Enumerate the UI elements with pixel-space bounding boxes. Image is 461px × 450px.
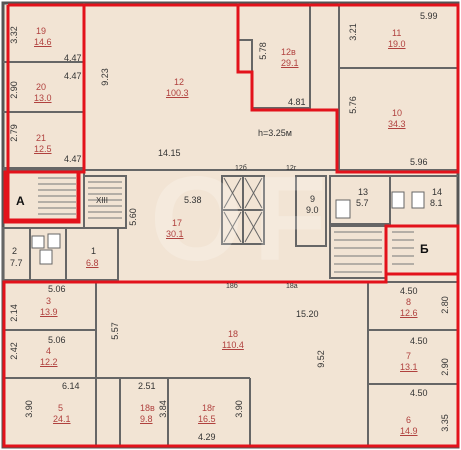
- dim-2-79: 2.79: [8, 124, 19, 142]
- room-2-area: 7.7: [10, 258, 23, 268]
- room-19-area: 14.6: [34, 37, 52, 47]
- dim-15-20: 15.20: [296, 309, 319, 319]
- dim-4-50-b: 4.50: [410, 336, 428, 346]
- room-4-number: 4: [46, 346, 52, 356]
- room-18g-number: 18г: [202, 403, 216, 413]
- dim-5-57: 5.57: [109, 322, 120, 340]
- room-17-area: 30.1: [166, 229, 184, 239]
- dim-4-81: 4.81: [288, 97, 306, 107]
- dim-5-96: 5.96: [410, 157, 428, 167]
- entrance-b-label: Б: [420, 242, 429, 256]
- room-7-number: 7: [406, 351, 412, 361]
- stair-entrance-a: [38, 177, 76, 215]
- room-10-number: 10: [392, 108, 403, 118]
- room-18v-number: 18в: [140, 403, 155, 413]
- room-3-area: 13.9: [40, 307, 58, 317]
- dim-4-50-a: 4.50: [400, 286, 418, 296]
- room-17-number: 17: [172, 218, 183, 228]
- entrance-a-label: А: [16, 194, 25, 208]
- ceiling-height: h=3.25м: [258, 128, 292, 138]
- room-18-number: 18: [228, 329, 239, 339]
- room-1-area: 6.8: [86, 258, 99, 268]
- dim-5-06-a: 5.06: [48, 284, 66, 294]
- label-18b: 18б: [226, 283, 238, 290]
- room-3-number: 3: [46, 296, 52, 306]
- stair-entrance-b: [392, 231, 414, 265]
- room-2-number: 2: [12, 246, 18, 256]
- dim-4-50-c: 4.50: [410, 388, 428, 398]
- label-18a: 18а: [286, 283, 298, 290]
- room-8-number: 8: [406, 297, 412, 307]
- room-7-area: 13.1: [400, 362, 418, 372]
- dim-4-47-c: 4.47: [64, 154, 82, 164]
- room-19-number: 19: [36, 26, 47, 36]
- room-18v-area: 9.8: [140, 414, 153, 424]
- dim-2-14: 2.14: [8, 304, 19, 322]
- label-12g: 12г: [286, 165, 297, 172]
- room-9-area: 9.0: [306, 205, 319, 215]
- dim-4-47-b: 4.47: [64, 71, 82, 81]
- room-14-area: 8.1: [430, 198, 443, 208]
- label-xiii: XIII: [96, 196, 109, 205]
- dim-2-90-a: 2.90: [8, 81, 19, 99]
- highlight-outline: [2, 3, 460, 448]
- label-12b: 12б: [235, 165, 247, 172]
- room-20-number: 20: [36, 82, 47, 92]
- dim-5-06-b: 5.06: [48, 335, 66, 345]
- room-6-area: 14.9: [400, 426, 418, 436]
- room-10-area: 34.3: [388, 119, 406, 129]
- room-18g-area: 16.5: [198, 414, 216, 424]
- dim-14-15: 14.15: [158, 148, 181, 158]
- dim-3-21: 3.21: [347, 23, 358, 41]
- dim-5-78: 5.78: [257, 42, 268, 60]
- dim-5-99: 5.99: [420, 11, 438, 21]
- room-6-number: 6: [406, 415, 412, 425]
- dim-4-29: 4.29: [198, 432, 216, 442]
- dim-2-80: 2.80: [439, 296, 450, 314]
- dim-5-38: 5.38: [184, 195, 202, 205]
- room-4-area: 12.2: [40, 357, 58, 367]
- dim-5-76: 5.76: [347, 96, 358, 114]
- room-18-area: 110.4: [222, 340, 244, 350]
- room-11-area: 19.0: [388, 39, 406, 49]
- dim-2-42: 2.42: [8, 342, 19, 360]
- dim-2-90-b: 2.90: [439, 358, 450, 376]
- room-13-area: 5.7: [356, 198, 369, 208]
- dim-3-84: 3.84: [157, 400, 168, 418]
- room-12v-number: 12в: [281, 47, 296, 57]
- room-20-area: 13.0: [34, 93, 52, 103]
- room-12v-area: 29.1: [281, 58, 299, 68]
- room-14-number: 14: [432, 187, 443, 197]
- room-1-number: 1: [91, 246, 97, 256]
- dim-9-52: 9.52: [315, 350, 326, 368]
- room-11-number: 11: [392, 28, 402, 38]
- room-13-number: 13: [358, 187, 369, 197]
- dim-3-35: 3.35: [439, 414, 450, 432]
- room-21-area: 12.5: [34, 144, 52, 154]
- room-5-number: 5: [58, 403, 64, 413]
- dim-9-23: 9.23: [99, 68, 110, 86]
- watermark: OF: [150, 152, 337, 286]
- room-12-number: 12: [174, 77, 185, 87]
- lift-shafts: [223, 177, 263, 243]
- stair-left: [88, 181, 122, 219]
- room-21-number: 21: [36, 133, 47, 143]
- dim-2-51: 2.51: [138, 381, 156, 391]
- dim-3-90-a: 3.90: [23, 400, 34, 418]
- dim-6-14: 6.14: [62, 381, 80, 391]
- wc-fixtures: [31, 191, 425, 265]
- room-5-area: 24.1: [53, 414, 71, 424]
- stair-right: [334, 231, 382, 273]
- dim-3-32: 3.32: [8, 26, 19, 44]
- dim-4-47-a: 4.47: [64, 53, 82, 63]
- dim-9: 9: [310, 194, 316, 204]
- dim-3-90-b: 3.90: [233, 400, 244, 418]
- room-12-area: 100.3: [166, 88, 189, 98]
- dim-5-60: 5.60: [127, 208, 138, 226]
- room-8-area: 12.6: [400, 308, 418, 318]
